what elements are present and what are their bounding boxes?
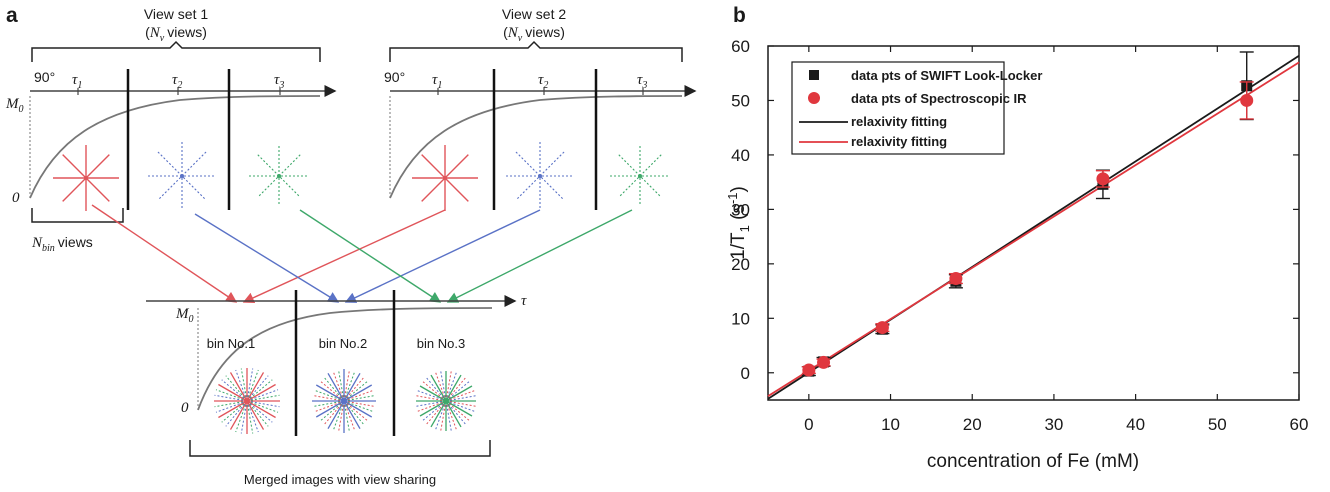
tau-ticks-1 xyxy=(77,88,281,95)
green-star-view-1 xyxy=(249,146,309,206)
y-tick-label: 60 xyxy=(731,37,750,56)
legend-label-fit-red: relaxivity fitting xyxy=(851,134,947,149)
view-set-1-label: View set 1 xyxy=(144,6,209,22)
bin-2-label: bin No.2 xyxy=(319,336,367,351)
fit-line-2 xyxy=(767,55,1300,400)
bin-1-label: bin No.1 xyxy=(207,336,255,351)
data-point-ir xyxy=(1095,170,1110,188)
data-point-ir xyxy=(1239,81,1254,120)
merged-brace xyxy=(189,440,491,457)
blue-star-view-2 xyxy=(506,142,574,210)
radial-views-top xyxy=(53,142,670,211)
legend-box xyxy=(791,61,1005,155)
legend-marker-ir xyxy=(808,92,820,104)
panel-a-letter: a xyxy=(6,4,18,27)
legend-label-ir: data pts of Spectroscopic IR xyxy=(851,91,1027,106)
x-axis-label: concentration of Fe (mM) xyxy=(927,451,1139,472)
fit-lines xyxy=(767,55,1300,400)
angle-label-1: 90° xyxy=(34,69,55,85)
x-tick-label: 30 xyxy=(1044,415,1063,434)
tau-ticks-2 xyxy=(437,88,644,95)
view-set-2-brace xyxy=(389,40,683,62)
y-tick-label: 10 xyxy=(731,309,750,328)
tau-axis-label: τ xyxy=(521,293,527,309)
recovery-curve-2 xyxy=(389,95,683,199)
tau3-label-1: τ3 xyxy=(274,72,284,91)
panel-b-letter: b xyxy=(733,4,746,27)
merged-image-bin-2 xyxy=(312,369,376,433)
legend-marker-swift xyxy=(809,70,819,80)
tau3-label-2: τ3 xyxy=(637,72,647,91)
x-tick-label: 50 xyxy=(1208,415,1227,434)
nbin-brace xyxy=(31,208,124,223)
merged-caption: Merged images with view sharing xyxy=(244,472,436,487)
y-axis-label: 1/T1 (s-1) xyxy=(725,186,752,260)
merged-image-bin-3 xyxy=(416,371,476,431)
axis-ticks: 0 10 20 30 40 50 60 0 10 20 30 40 50 60 xyxy=(731,37,1308,434)
fit-line-3 xyxy=(767,61,1300,397)
data-point-ir xyxy=(801,363,816,377)
data-point-ir xyxy=(948,272,963,286)
green-star-view-2 xyxy=(610,146,670,206)
y-tick-label: 20 xyxy=(731,255,750,274)
bin-separators-top xyxy=(126,69,598,210)
legend-label-fit-black: relaxivity fitting xyxy=(851,114,947,129)
merged-image-bin-1 xyxy=(214,368,280,434)
red-star-view-1 xyxy=(53,145,119,211)
tau1-label-1: τ1 xyxy=(72,72,82,91)
bin-3-label: bin No.3 xyxy=(417,336,465,351)
view-set-1-brace xyxy=(31,40,321,62)
recovery-curve-1 xyxy=(29,95,321,199)
data-point-ir xyxy=(875,321,890,335)
merged-radial-images xyxy=(214,368,476,434)
m0-label-merged: M0 xyxy=(175,306,194,325)
y-tick-label: 0 xyxy=(741,364,750,383)
plot-frame xyxy=(767,45,1300,401)
legend: data pts of SWIFT Look-Locker data pts o… xyxy=(791,61,1042,155)
y-tick-label: 50 xyxy=(731,91,750,110)
y-tick-label: 40 xyxy=(731,146,750,165)
tau2-label-1: τ2 xyxy=(172,72,182,91)
zero-label-merged: 0 xyxy=(181,400,189,416)
x-tick-label: 60 xyxy=(1290,415,1309,434)
red-star-view-2 xyxy=(412,145,478,211)
view-sharing-arrows xyxy=(91,204,633,304)
x-tick-label: 10 xyxy=(881,415,900,434)
blue-star-view-1 xyxy=(148,142,216,210)
tau2-label-2: τ2 xyxy=(538,72,548,91)
data-point-ir xyxy=(816,355,831,369)
y-tick-label: 30 xyxy=(731,200,750,219)
legend-label-swift: data pts of SWIFT Look-Locker xyxy=(851,68,1042,83)
panel-b: b 0 10 20 30 40 50 60 0 10 20 30 40 50 60 concentrati… xyxy=(725,4,1308,472)
zero-label-1: 0 xyxy=(12,190,20,206)
data-points xyxy=(801,51,1254,377)
bin-separators-merged xyxy=(294,290,396,436)
recovery-curve-merged xyxy=(197,307,493,411)
view-set-2-label: View set 2 xyxy=(502,6,567,22)
m0-label-1: M0 xyxy=(5,96,24,115)
tau1-label-2: τ1 xyxy=(432,72,442,91)
angle-label-2: 90° xyxy=(384,69,405,85)
x-tick-label: 40 xyxy=(1126,415,1145,434)
x-tick-label: 0 xyxy=(804,415,813,434)
x-tick-label: 20 xyxy=(963,415,982,434)
